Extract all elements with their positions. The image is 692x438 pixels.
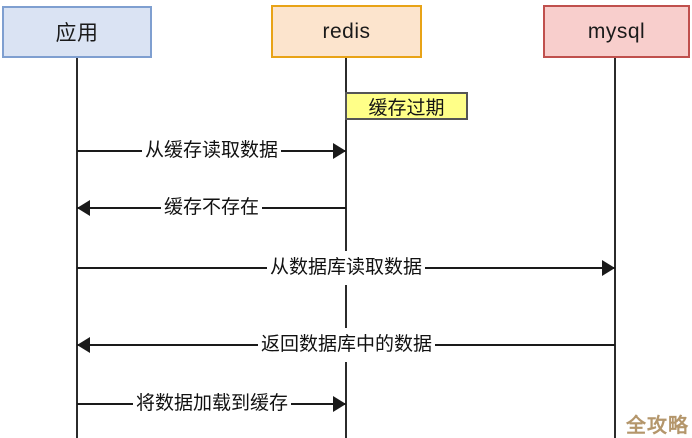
arrow-head-left-icon [77, 200, 90, 216]
arrow-head-right-icon [602, 260, 615, 276]
note-label-cache-expired: 缓存过期 [368, 97, 445, 119]
message-label-cache-miss: 缓存不存在 [161, 191, 263, 225]
message-label-load-into-cache: 将数据加载到缓存 [133, 387, 292, 421]
message-label-read-from-cache: 从缓存读取数据 [142, 134, 282, 168]
message-read-from-db[interactable]: 从数据库读取数据 [77, 251, 615, 285]
lifeline-redis [345, 58, 347, 438]
participant-box-redis[interactable]: redis [271, 5, 422, 58]
participant-box-mysql[interactable]: mysql [543, 5, 690, 58]
message-label-return-db-data: 返回数据库中的数据 [258, 328, 436, 362]
message-load-into-cache[interactable]: 将数据加载到缓存 [77, 387, 346, 421]
watermark: 全攻略 [626, 415, 689, 437]
message-return-db-data[interactable]: 返回数据库中的数据 [77, 328, 615, 362]
arrow-head-right-icon [333, 396, 346, 412]
participant-label-app: 应用 [55, 22, 99, 45]
arrow-head-left-icon [77, 337, 90, 353]
participant-label-redis: redis [322, 19, 371, 43]
lifeline-mysql [614, 58, 616, 438]
note-cache-expired[interactable]: 缓存过期 [345, 92, 468, 120]
participant-label-mysql: mysql [587, 19, 646, 43]
message-label-read-from-db: 从数据库读取数据 [267, 251, 426, 285]
message-cache-miss[interactable]: 缓存不存在 [77, 191, 346, 225]
message-read-from-cache[interactable]: 从缓存读取数据 [77, 134, 346, 168]
participant-box-app[interactable]: 应用 [2, 6, 152, 58]
arrow-head-right-icon [333, 143, 346, 159]
lifeline-app [76, 58, 78, 438]
